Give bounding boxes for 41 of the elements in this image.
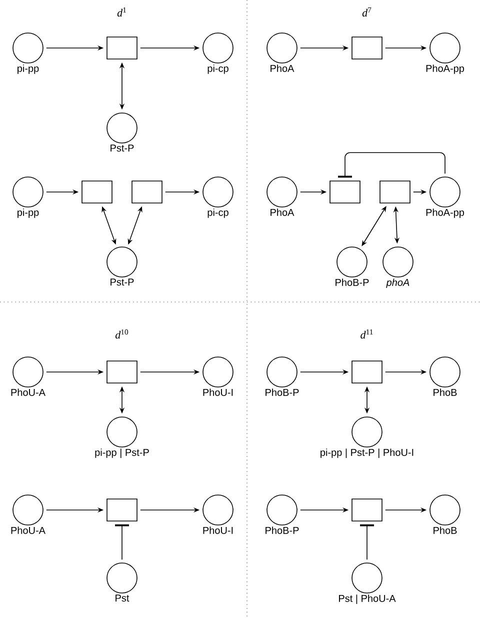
node-label: pi-cp xyxy=(208,208,228,218)
process-box xyxy=(380,180,410,204)
process-box xyxy=(352,498,382,522)
node-label: PhoA-pp xyxy=(426,208,464,218)
process-box xyxy=(106,360,138,384)
node-label: PhoU-A xyxy=(11,388,46,396)
node-label: PhoA xyxy=(270,64,294,72)
panel-title: d$^{11}$ xyxy=(360,329,373,339)
node-label: PhoA-pp xyxy=(426,64,464,74)
process-box xyxy=(330,180,360,204)
process-box xyxy=(106,498,138,522)
process-box xyxy=(132,180,162,204)
node-label: PhoB xyxy=(434,526,457,534)
node-label: PhoU-I xyxy=(203,388,233,396)
node-label: PhoB xyxy=(434,388,457,396)
node-label: Pst | PhoU-A xyxy=(339,594,396,604)
process-box xyxy=(352,360,382,384)
node-label: Pst-P xyxy=(110,144,134,152)
process-box xyxy=(82,180,112,204)
node-label: pi-cp xyxy=(208,64,228,74)
panel-title: d$^{10}$ xyxy=(115,329,128,339)
panel-title: d$^{1}$ xyxy=(117,7,126,17)
inhibition-arrow xyxy=(338,152,446,178)
process-box xyxy=(352,36,382,60)
process-box xyxy=(106,36,138,60)
node-label: Pst xyxy=(116,594,130,602)
inhibition-arrow xyxy=(115,524,129,560)
node-label: PhoU-A xyxy=(11,526,46,534)
node-label: pi-pp | Pst-P xyxy=(95,448,149,458)
node-label: PhoB-P xyxy=(266,388,299,396)
node-label: pi-pp | Pst-P | PhoU-I xyxy=(320,448,414,458)
inhibition-arrow xyxy=(360,524,374,560)
node-label: pi-pp xyxy=(18,208,39,218)
node-label: phoA xyxy=(386,278,410,288)
node-label: Pst-P xyxy=(110,278,134,286)
node-label: PhoB-P xyxy=(336,278,369,286)
node-label: PhoB-P xyxy=(266,526,299,534)
node-label: PhoU-I xyxy=(203,526,233,534)
node-label: pi-pp xyxy=(18,64,39,74)
panel-title: d$^{7}$ xyxy=(362,7,372,17)
node-label: PhoA xyxy=(270,208,294,216)
